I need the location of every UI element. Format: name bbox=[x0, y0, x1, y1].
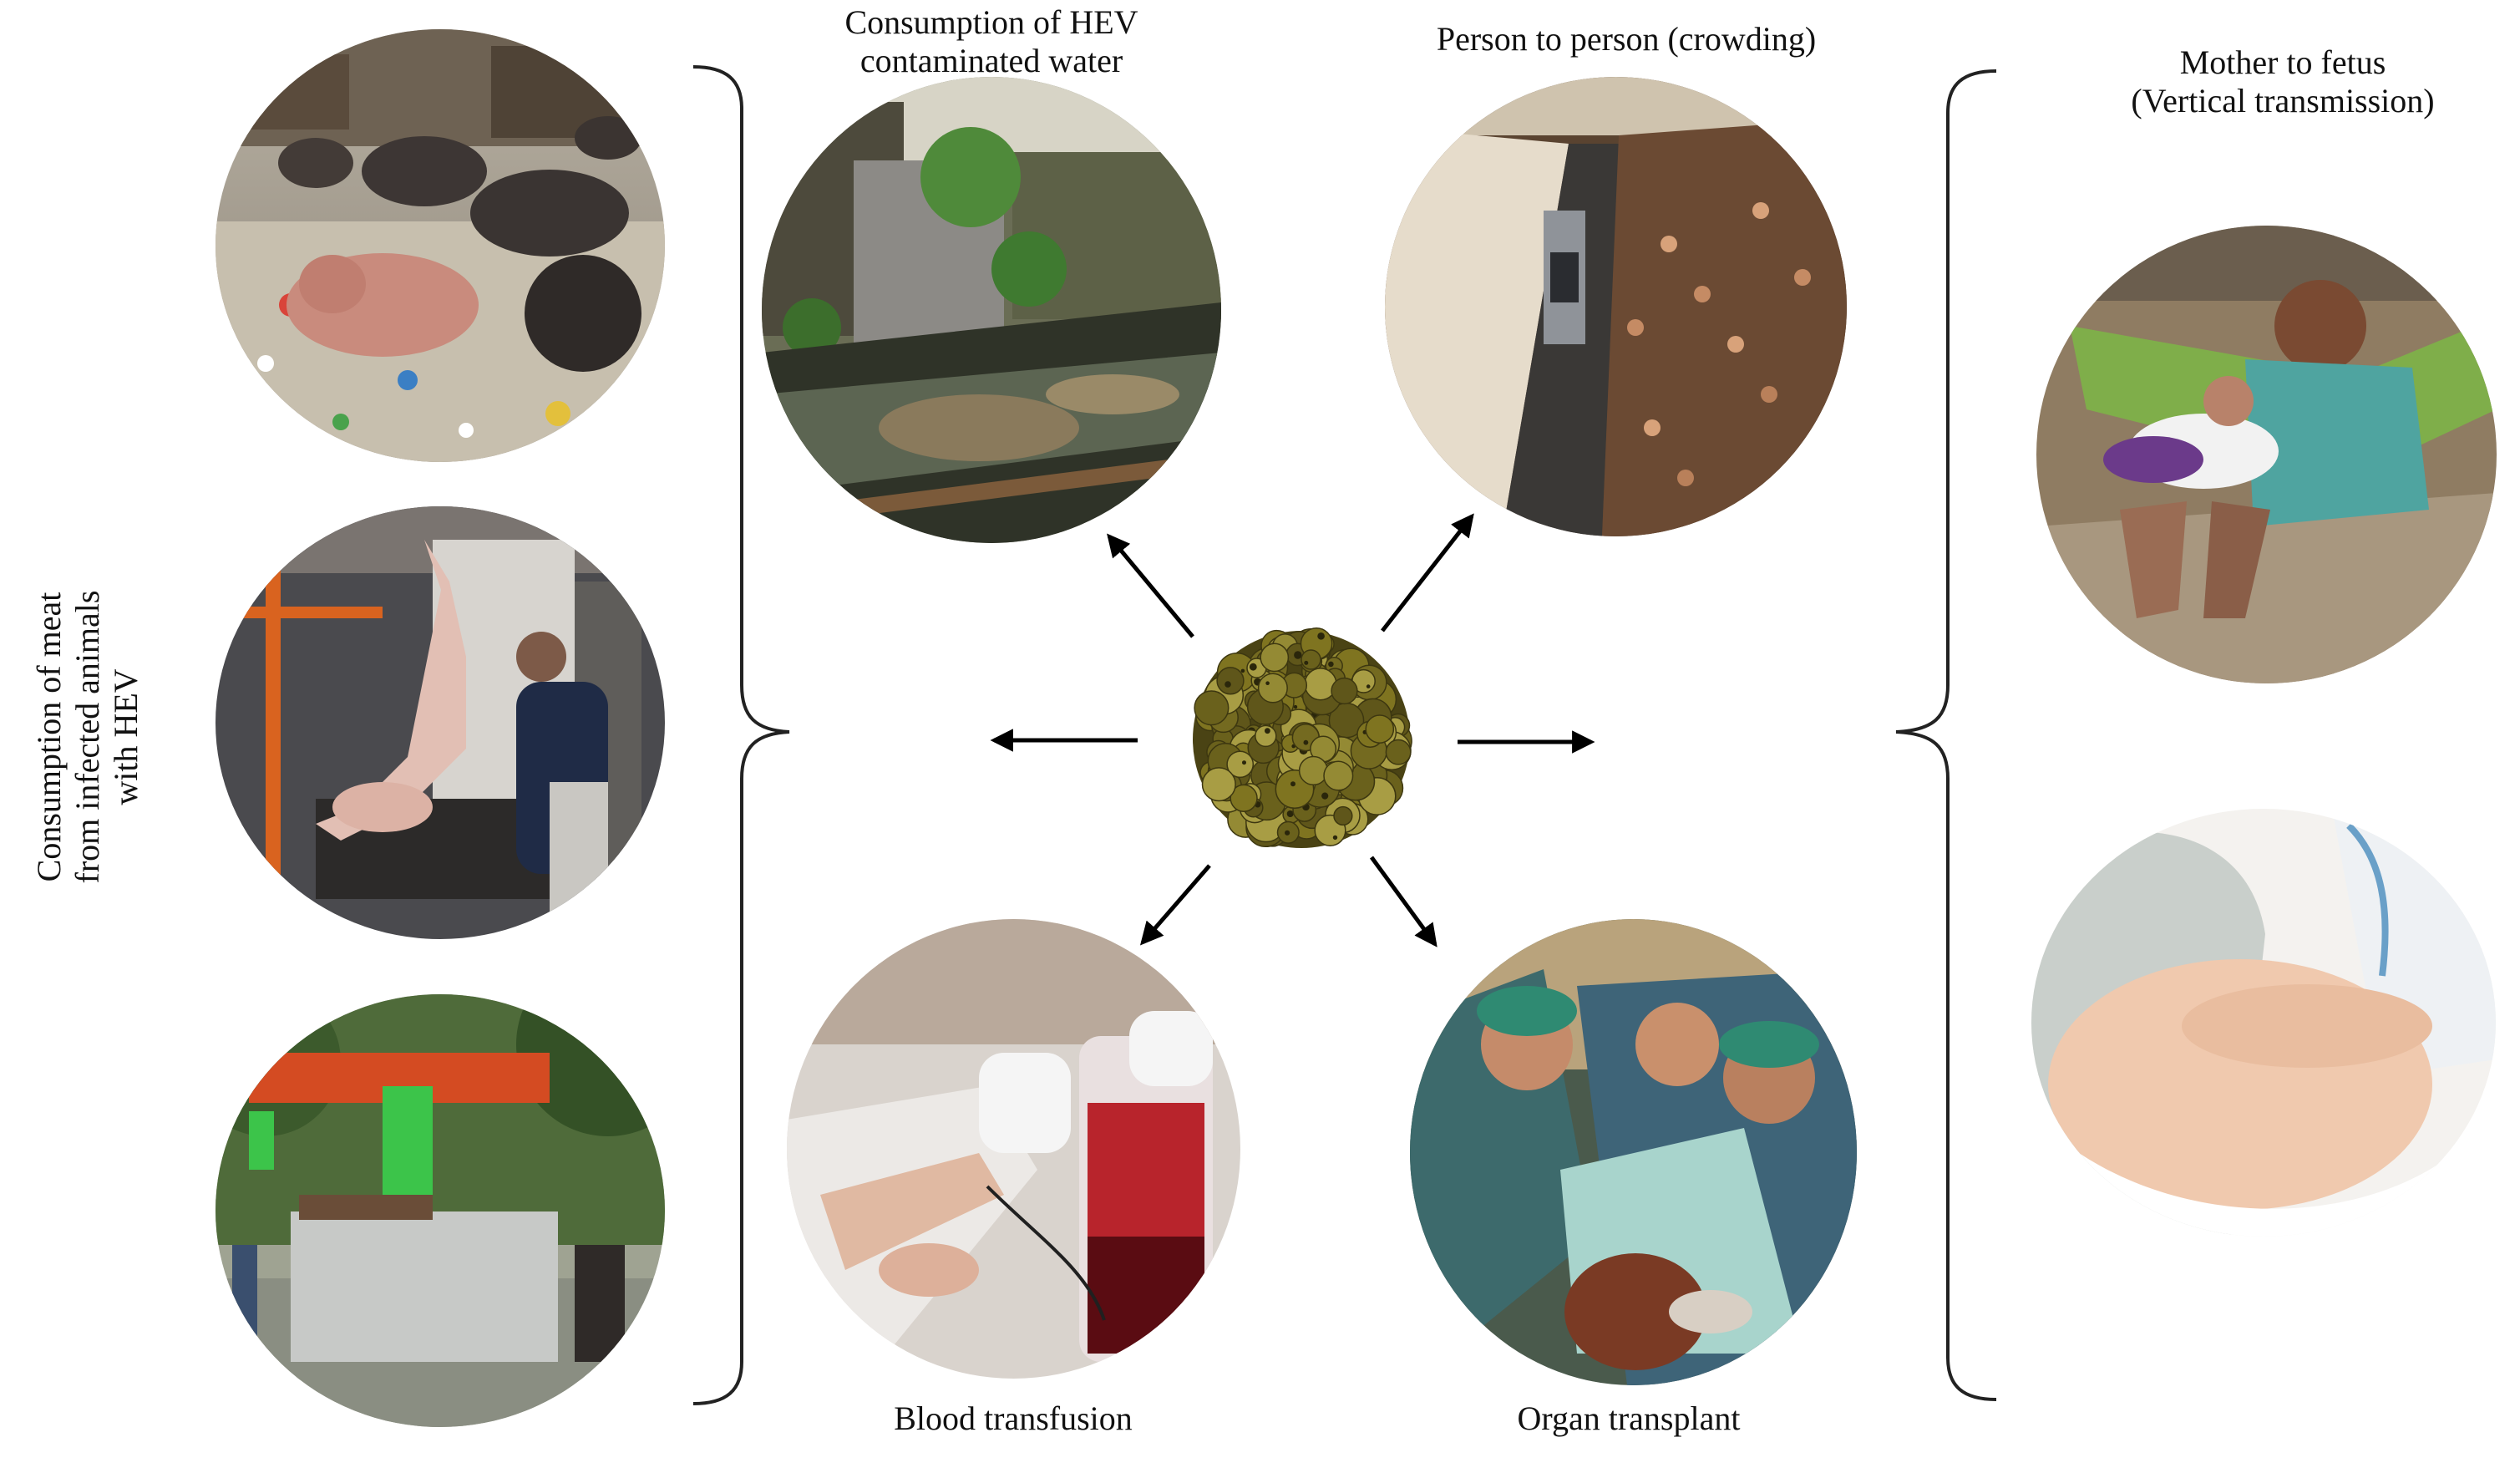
organ-transmission-label: Organ transplant bbox=[1518, 1399, 1741, 1438]
water-label-line-2: contaminated water bbox=[859, 42, 1123, 79]
person-transmission-label: Person to person (crowding) bbox=[1437, 20, 1816, 58]
meat-transmission-label: Consumption of meat from infected animal… bbox=[30, 591, 145, 884]
blood-label-line-1: Blood transfusion bbox=[894, 1399, 1133, 1437]
water-label-line-1: Consumption of HEV bbox=[844, 3, 1138, 41]
slaughterhouse-photo bbox=[215, 506, 665, 939]
mother-label-line-2: (Vertical transmission) bbox=[2131, 82, 2435, 119]
meat-label-line-2: from infected animals bbox=[68, 590, 106, 884]
mother-label-line-1: Mother to fetus bbox=[2179, 43, 2386, 81]
arrow-to-person bbox=[1381, 513, 1474, 632]
mother-breastfeeding-photo bbox=[2036, 226, 2497, 683]
mother-transmission-label: Mother to fetus (Vertical transmission) bbox=[2131, 43, 2434, 120]
organ-label-line-1: Organ transplant bbox=[1517, 1399, 1741, 1437]
arrow-to-organ bbox=[1369, 856, 1437, 947]
water-transmission-label: Consumption of HEV contaminated water bbox=[844, 3, 1138, 80]
meat-label-line-1: Consumption of meat bbox=[30, 592, 68, 882]
left-brace bbox=[692, 65, 790, 1405]
contaminated-water-photo bbox=[762, 77, 1221, 543]
hev-virus-particle-icon bbox=[1193, 627, 1412, 848]
blood-transmission-label: Blood transfusion bbox=[894, 1399, 1133, 1438]
arrow-to-water bbox=[1107, 533, 1194, 638]
meat-label-line-3: with HEV bbox=[107, 668, 145, 805]
person-label-line-1: Person to person (crowding) bbox=[1436, 20, 1817, 58]
arrow-to-blood bbox=[1139, 864, 1211, 946]
right-brace bbox=[1895, 69, 1997, 1401]
